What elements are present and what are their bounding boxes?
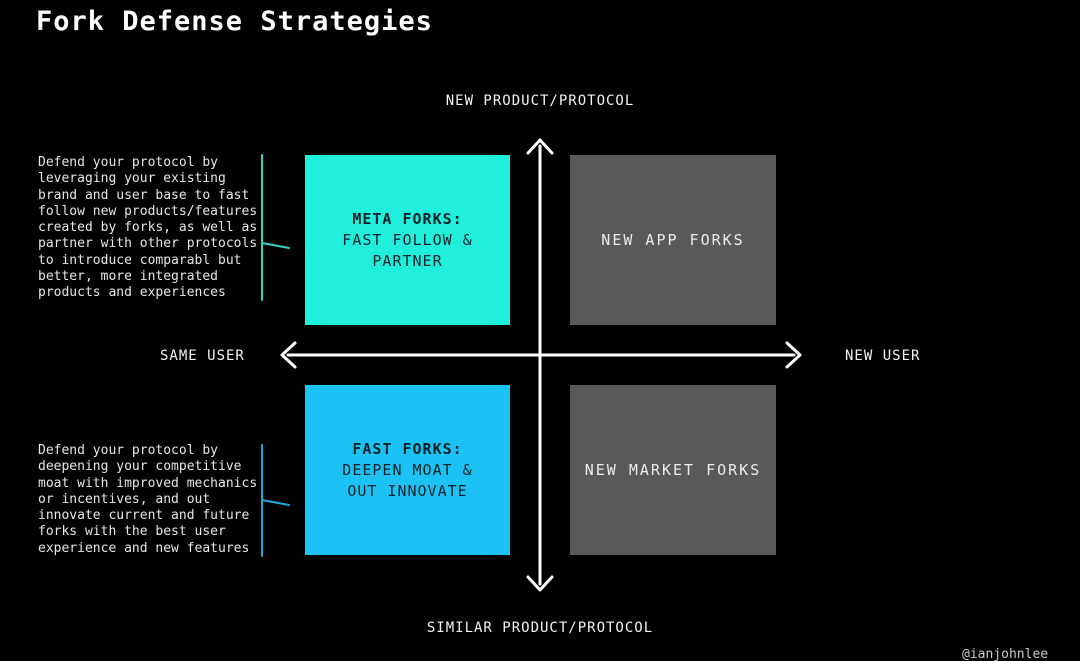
quadrant-new-app-forks: NEW APP FORKS [570,155,776,325]
quadrant-meta-forks: META FORKS: FAST FOLLOW & PARTNER [305,155,510,325]
axis-label-same-user: SAME USER [160,348,245,364]
quadrant-heading: META FORKS: [352,209,463,228]
watermark-handle: @ianjohnlee [962,647,1049,661]
quadrant-body: FAST FOLLOW & PARTNER [342,230,473,270]
axis-label-new-user: NEW USER [845,348,921,364]
quadrant-label: NEW APP FORKS [601,230,745,249]
axis-label-similar-product: SIMILAR PRODUCT/PROTOCOL [426,620,654,636]
quadrant-heading: FAST FORKS: [352,439,463,458]
arrowhead-up-icon [526,138,554,155]
arrowhead-left-icon [280,341,297,369]
quadrant-fast-forks: FAST FORKS: DEEPEN MOAT & OUT INNOVATE [305,385,510,555]
fast-forks-annotation: Defend your protocol by deepening your c… [38,443,258,556]
axis-label-new-product: NEW PRODUCT/PROTOCOL [445,93,635,109]
page-title: Fork Defense Strategies [36,6,433,37]
arrowhead-right-icon [785,341,802,369]
quadrant-label: NEW MARKET FORKS [584,460,762,479]
arrowhead-down-icon [526,575,554,592]
quadrant-body: DEEPEN MOAT & OUT INNOVATE [342,460,473,500]
quadrant-new-market-forks: NEW MARKET FORKS [570,385,776,555]
meta-forks-annotation: Defend your protocol by leveraging your … [38,155,258,301]
